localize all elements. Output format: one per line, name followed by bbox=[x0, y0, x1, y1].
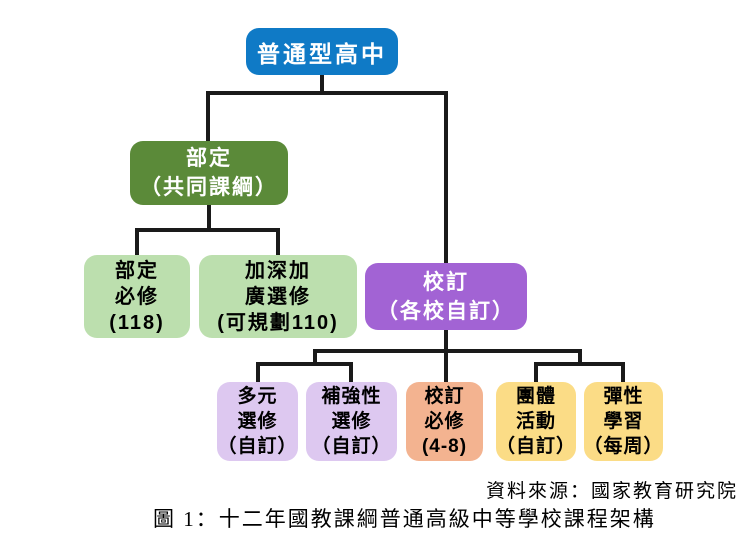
figure-caption: 圖 1：十二年國教課綱普通高級中等學校課程架構 bbox=[153, 507, 656, 531]
node-label-line: （自訂） bbox=[311, 436, 392, 457]
node-label-line: （自訂） bbox=[217, 436, 298, 457]
node-flexible-learning: 彈性 學習 （每周） bbox=[584, 382, 663, 461]
node-label-line: 普通型高中 bbox=[257, 40, 387, 67]
node-label-line: 選修 bbox=[331, 411, 372, 432]
node-general-type-high-school: 普通型高中 bbox=[246, 28, 398, 75]
source-note: 資料來源：國家教育研究院 bbox=[485, 481, 738, 502]
node-label-line: (可規劃110) bbox=[217, 311, 339, 334]
node-label-line: 校訂 bbox=[423, 270, 469, 294]
node-label-line: 彈性 bbox=[603, 386, 644, 407]
node-diverse-elective: 多元 選修 （自訂） bbox=[217, 382, 298, 461]
node-label-line: （每周） bbox=[583, 436, 664, 457]
node-label-line: （各校自訂） bbox=[377, 299, 515, 323]
node-label-line: (4-8) bbox=[421, 436, 468, 457]
node-ministry-required: 部定 必修 (118) bbox=[84, 255, 190, 338]
node-label-line: 團體 bbox=[515, 386, 556, 407]
node-group-activities: 團體 活動 （自訂） bbox=[496, 382, 576, 461]
node-school-required: 校訂 必修 (4-8) bbox=[406, 382, 483, 461]
node-label-line: （自訂） bbox=[496, 436, 577, 457]
node-label-line: 廣選修 bbox=[245, 285, 311, 308]
node-label-line: 部定 bbox=[115, 259, 159, 282]
node-label-line: 必修 bbox=[424, 411, 465, 432]
node-label-line: 選修 bbox=[237, 411, 278, 432]
node-label-line: 補強性 bbox=[321, 386, 382, 407]
node-label-line: 部定 bbox=[186, 147, 232, 170]
node-label-line: (118) bbox=[109, 311, 165, 334]
node-label-line: 活動 bbox=[515, 411, 556, 432]
node-reinforcement-elective: 補強性 選修 （自訂） bbox=[306, 382, 397, 461]
node-label-line: 學習 bbox=[603, 411, 644, 432]
node-label-line: （共同課綱） bbox=[140, 176, 278, 199]
node-label-line: 加深加 bbox=[245, 259, 311, 282]
node-label-line: 多元 bbox=[237, 386, 278, 407]
node-label-line: 必修 bbox=[115, 285, 159, 308]
node-label-line: 校訂 bbox=[424, 386, 465, 407]
node-ministry-mandated: 部定 （共同課綱） bbox=[130, 141, 288, 205]
node-enriched-elective: 加深加 廣選修 (可規劃110) bbox=[199, 255, 357, 338]
node-school-determined: 校訂 （各校自訂） bbox=[365, 263, 527, 330]
